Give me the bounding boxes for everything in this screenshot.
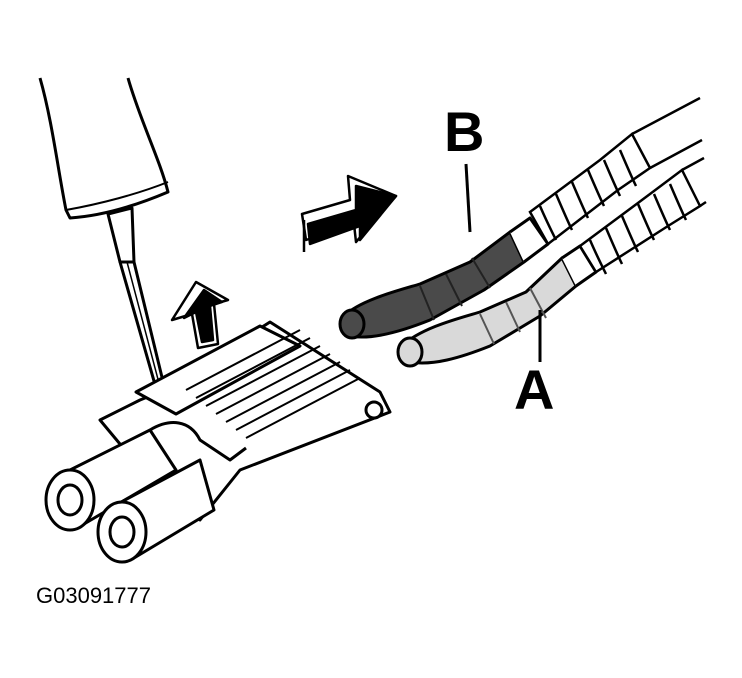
strain-relief-boots: [528, 96, 707, 275]
housing-hole: [364, 400, 384, 420]
connector-b: [338, 216, 550, 340]
callout-label-b: B: [444, 100, 485, 163]
front-ferrule-right: [96, 458, 216, 564]
cable-upper: [631, 96, 703, 170]
connector-housing: [44, 320, 392, 564]
front-ferrule-left: [44, 428, 178, 532]
leader-line-b: [464, 163, 472, 233]
screwdriver-ferrule: [106, 206, 136, 264]
figure-code: G03091777: [36, 583, 151, 608]
screwdriver-handle: [38, 77, 170, 220]
right-arrow-icon: [300, 174, 398, 252]
housing-latch: [149, 421, 247, 462]
callout-label-a: A: [514, 358, 555, 421]
screwdriver: [38, 77, 170, 404]
housing-ridges: [185, 329, 361, 439]
cable-lower: [681, 156, 707, 208]
up-arrow-icon: [170, 280, 230, 350]
